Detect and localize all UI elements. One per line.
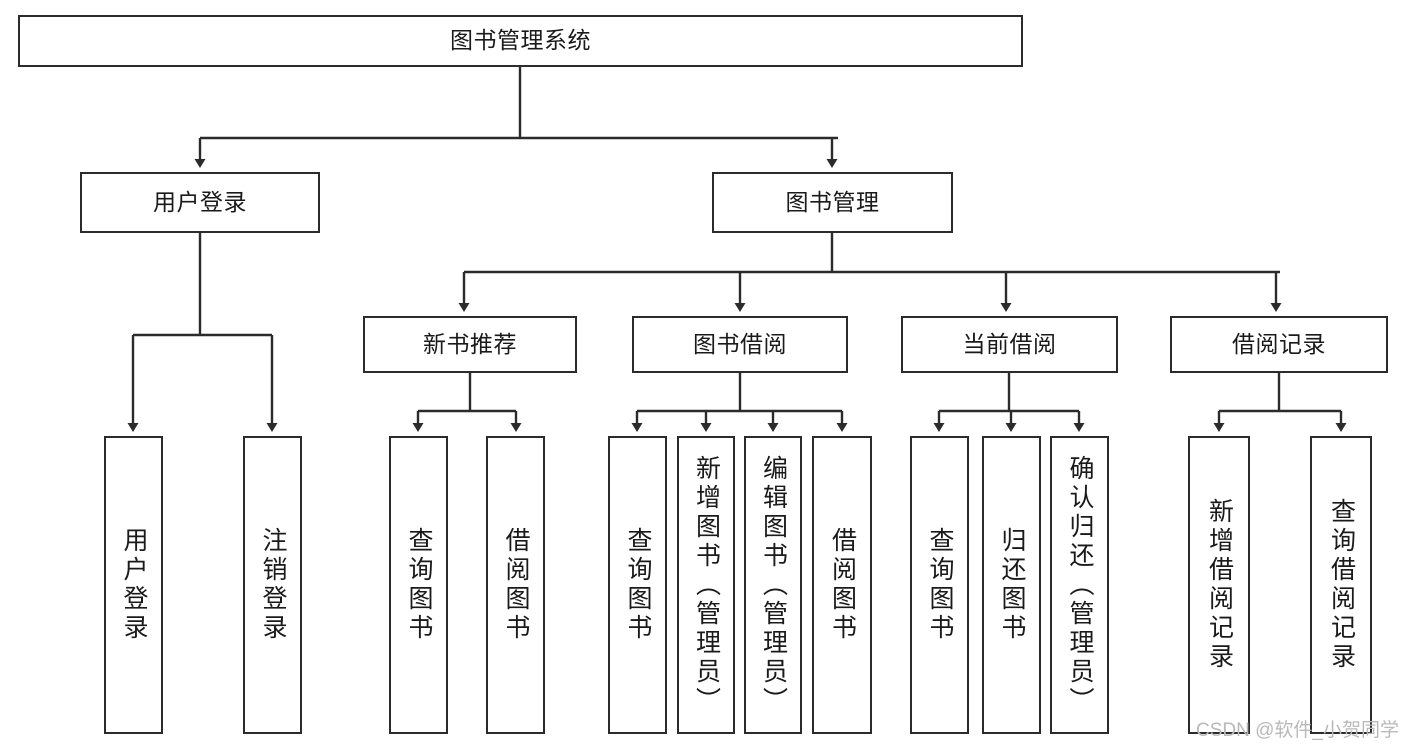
node-label: 用户登录: [120, 527, 148, 643]
leaf-logout[interactable]: 注销登录: [243, 436, 302, 734]
node-book-borrow[interactable]: 图书借阅: [632, 316, 848, 373]
leaf-add-borrow-record[interactable]: 新增借阅记录: [1188, 436, 1250, 734]
leaf-return-book[interactable]: 归还图书: [982, 436, 1041, 734]
node-label: 新书推荐: [423, 330, 517, 357]
node-label: 查询图书: [624, 527, 652, 643]
node-user-login[interactable]: 用户登录: [80, 172, 320, 233]
node-label: 借阅图书: [828, 527, 857, 643]
node-label: 查询图书: [926, 527, 954, 643]
node-label: 注销登录: [259, 527, 287, 643]
leaf-borrow-book-recommend[interactable]: 借阅图书: [486, 436, 545, 734]
node-label: 图书借阅: [693, 330, 787, 357]
node-root-system[interactable]: 图书管理系统: [18, 15, 1023, 67]
node-label: 用户登录: [153, 188, 247, 215]
node-new-book-recommend[interactable]: 新书推荐: [363, 316, 577, 373]
leaf-query-book-recommend[interactable]: 查询图书: [389, 436, 448, 734]
node-label: 新增借阅记录: [1205, 498, 1234, 672]
node-label: 图书管理系统: [450, 27, 591, 54]
node-label: 编辑图书（管理员）: [759, 454, 788, 716]
node-current-borrow[interactable]: 当前借阅: [901, 316, 1118, 373]
node-label: 归还图书: [998, 527, 1026, 643]
node-book-management[interactable]: 图书管理: [712, 172, 953, 233]
node-label: 确认归还（管理员）: [1066, 454, 1094, 716]
node-label: 新增图书（管理员）: [692, 454, 721, 716]
node-borrow-record[interactable]: 借阅记录: [1170, 316, 1388, 373]
node-label: 借阅记录: [1232, 330, 1326, 357]
node-label: 查询图书: [405, 527, 433, 643]
node-label: 图书管理: [785, 188, 880, 215]
csdn-watermark: CSDN @软件_小贺同学: [1196, 720, 1399, 741]
leaf-query-borrow-record[interactable]: 查询借阅记录: [1310, 436, 1372, 734]
leaf-edit-book-admin[interactable]: 编辑图书（管理员）: [744, 436, 802, 734]
leaf-borrow-book-borrow[interactable]: 借阅图书: [812, 436, 872, 734]
leaf-confirm-return-admin[interactable]: 确认归还（管理员）: [1050, 436, 1109, 734]
leaf-user-login[interactable]: 用户登录: [104, 436, 163, 734]
leaf-add-book-admin[interactable]: 新增图书（管理员）: [677, 436, 735, 734]
node-label: 借阅图书: [502, 527, 530, 643]
leaf-query-book-borrow[interactable]: 查询图书: [608, 436, 667, 734]
node-label: 当前借阅: [962, 330, 1057, 357]
node-label: 查询借阅记录: [1327, 498, 1356, 672]
leaf-query-book-current[interactable]: 查询图书: [910, 436, 969, 734]
